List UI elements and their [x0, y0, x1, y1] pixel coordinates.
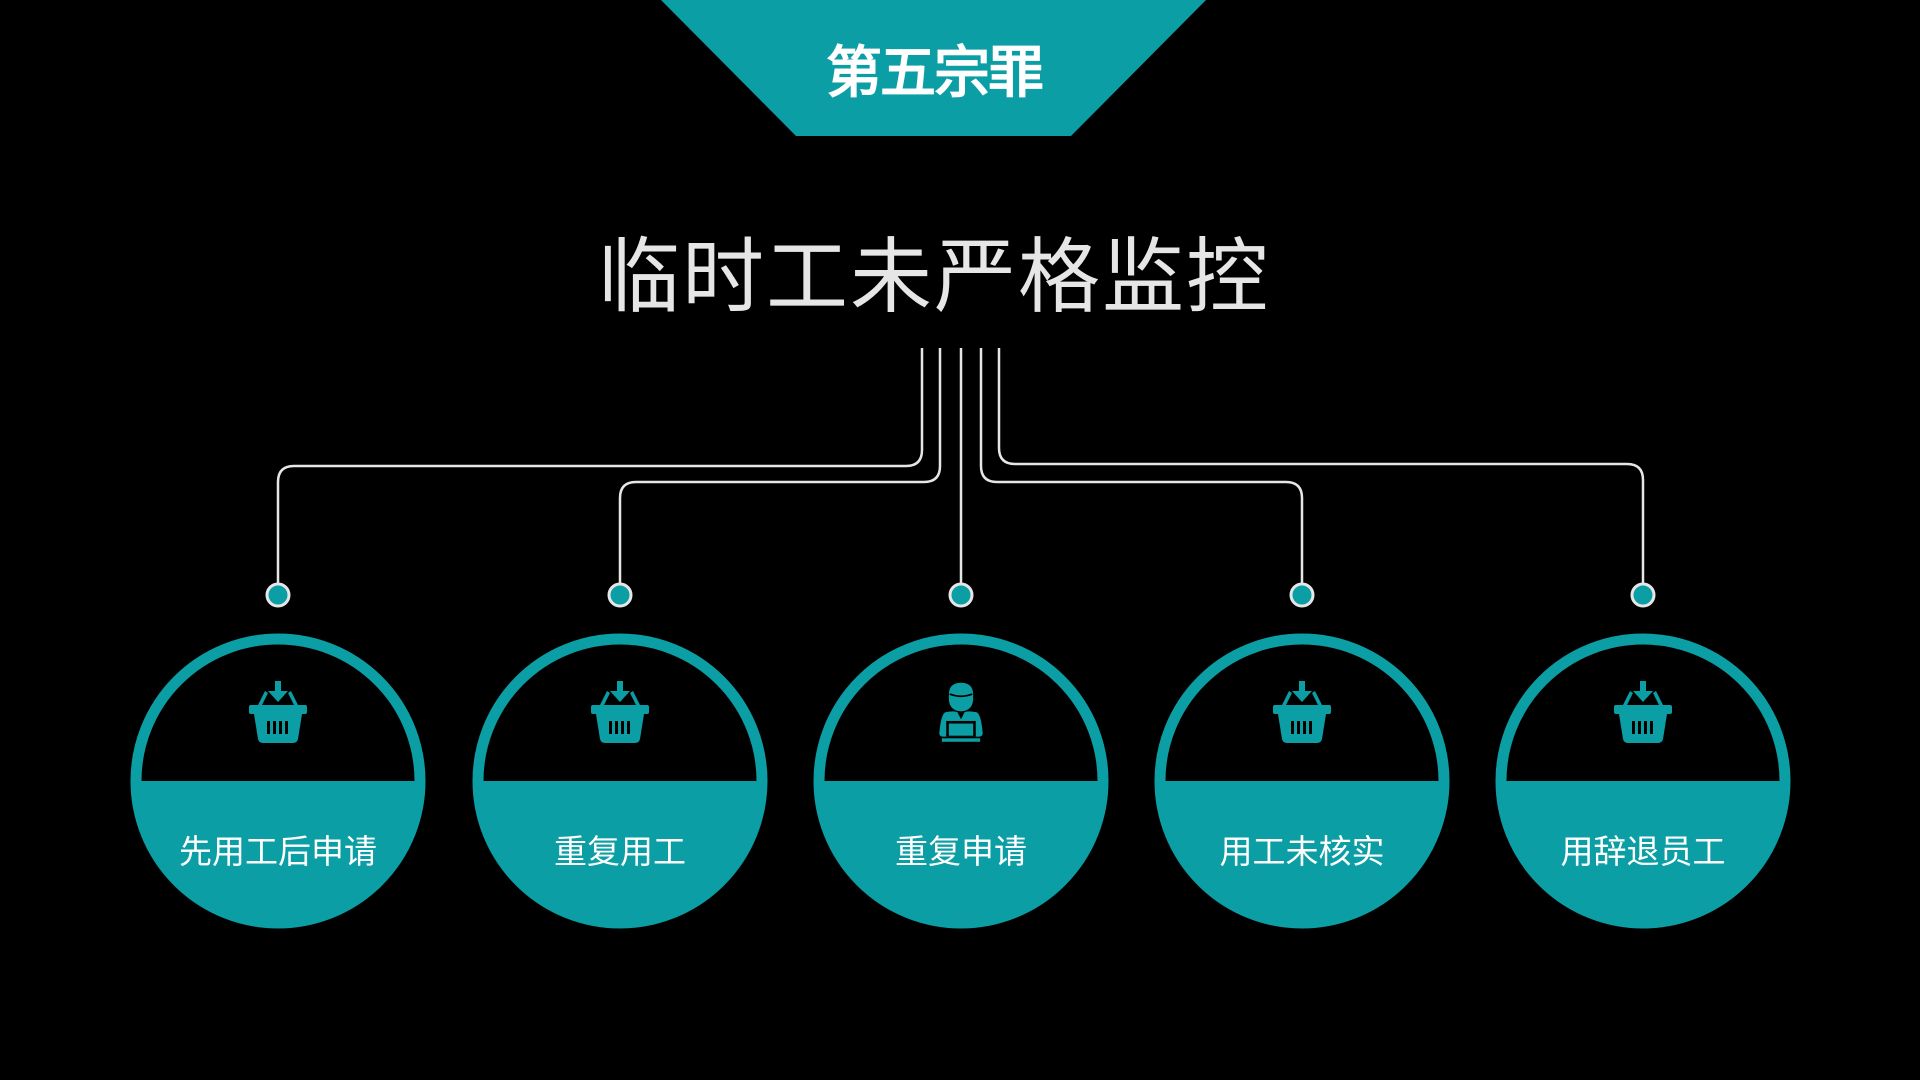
category-node: 用辞退员工	[1495, 633, 1791, 929]
category-node: 重复用工	[472, 633, 768, 929]
node-circle	[130, 633, 426, 929]
connector-1	[276, 348, 924, 595]
connector-lines	[265, 348, 1656, 608]
node-circle	[1495, 633, 1791, 929]
node-label: 用工未核实	[1219, 832, 1385, 871]
basket-download-icon	[591, 681, 649, 743]
basket-download-icon	[1614, 681, 1672, 743]
title-banner	[661, 0, 1206, 136]
main-title: 临时工未严格监控	[597, 230, 1270, 325]
connector-4	[979, 348, 1304, 595]
node-label: 用辞退员工	[1560, 832, 1726, 871]
connector-dot	[1630, 582, 1656, 608]
connector-dot	[607, 582, 633, 608]
basket-download-icon	[249, 681, 307, 743]
node-label: 重复用工	[554, 832, 686, 871]
connector-5	[997, 348, 1645, 595]
category-node: 先用工后申请	[130, 633, 426, 929]
connector-dot	[948, 582, 974, 608]
node-circle	[472, 633, 768, 929]
node-circle	[1154, 633, 1450, 929]
node-circle	[813, 633, 1109, 929]
connector-dot	[1289, 582, 1315, 608]
category-node: 重复申请	[813, 633, 1109, 929]
node-label: 先用工后申请	[179, 832, 377, 871]
category-node: 用工未核实	[1154, 633, 1450, 929]
person-laptop-icon	[939, 682, 983, 742]
node-label: 重复申请	[895, 832, 1027, 871]
connector-dot	[265, 582, 291, 608]
basket-download-icon	[1273, 681, 1331, 743]
banner-title: 第五宗罪	[826, 41, 1044, 106]
connector-2	[618, 348, 942, 595]
